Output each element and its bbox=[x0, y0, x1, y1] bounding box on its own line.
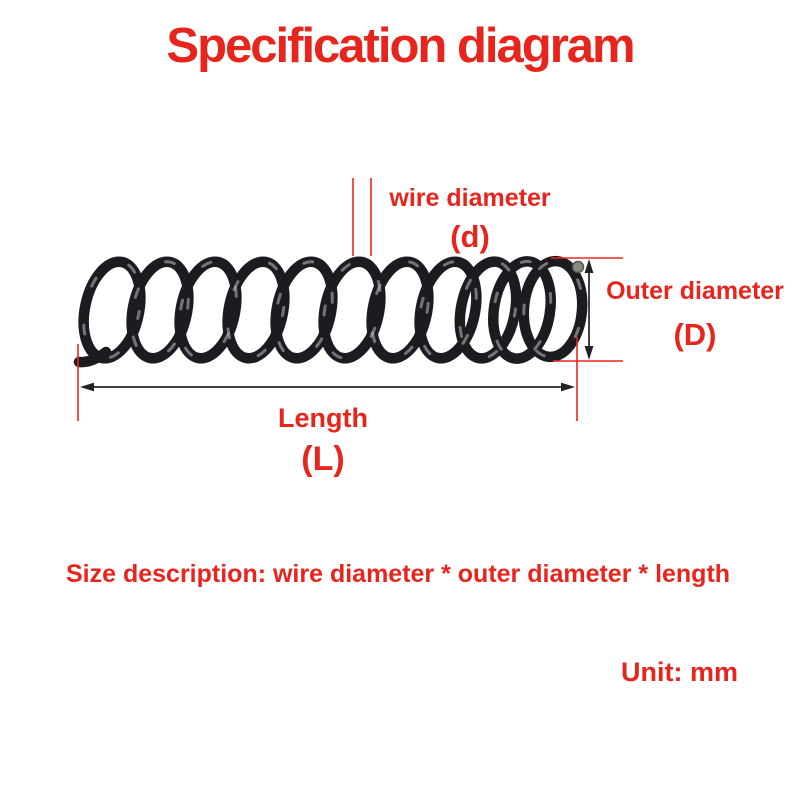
wire-diameter-symbol: (d) bbox=[450, 218, 490, 254]
length-label: Length (L) bbox=[203, 403, 443, 479]
dimension-arrows bbox=[80, 259, 594, 392]
wire-diameter-label: wire diameter (d) bbox=[350, 184, 590, 254]
page-title: Specification diagram bbox=[166, 19, 635, 73]
length-label-text: Length bbox=[278, 403, 368, 433]
wire-diameter-label-text: wire diameter bbox=[389, 184, 551, 212]
spring-highlights bbox=[82, 259, 584, 361]
outer-diameter-arrowhead-bottom bbox=[584, 346, 594, 360]
spring-illustration bbox=[73, 255, 588, 368]
length-arrowhead-left bbox=[80, 382, 94, 392]
wire-diameter-marker-lines bbox=[352, 178, 372, 256]
outer-diameter-extension-lines bbox=[551, 257, 623, 362]
spring-wire-cut-end bbox=[571, 260, 585, 274]
outer-diameter-arrowhead-top bbox=[584, 259, 594, 273]
length-extension-lines bbox=[77, 337, 578, 421]
unit-note: Unit: mm bbox=[621, 657, 738, 687]
size-description: Size description: wire diameter * outer … bbox=[66, 560, 731, 588]
arrow-heads bbox=[80, 259, 594, 392]
dimension-lines bbox=[77, 178, 623, 421]
outer-diameter-symbol: (D) bbox=[673, 316, 717, 352]
outer-diameter-label-text: Outer diameter bbox=[606, 277, 784, 305]
length-symbol: (L) bbox=[301, 440, 345, 479]
outer-diameter-label: Outer diameter (D) bbox=[575, 277, 800, 352]
length-arrowhead-right bbox=[561, 382, 575, 392]
